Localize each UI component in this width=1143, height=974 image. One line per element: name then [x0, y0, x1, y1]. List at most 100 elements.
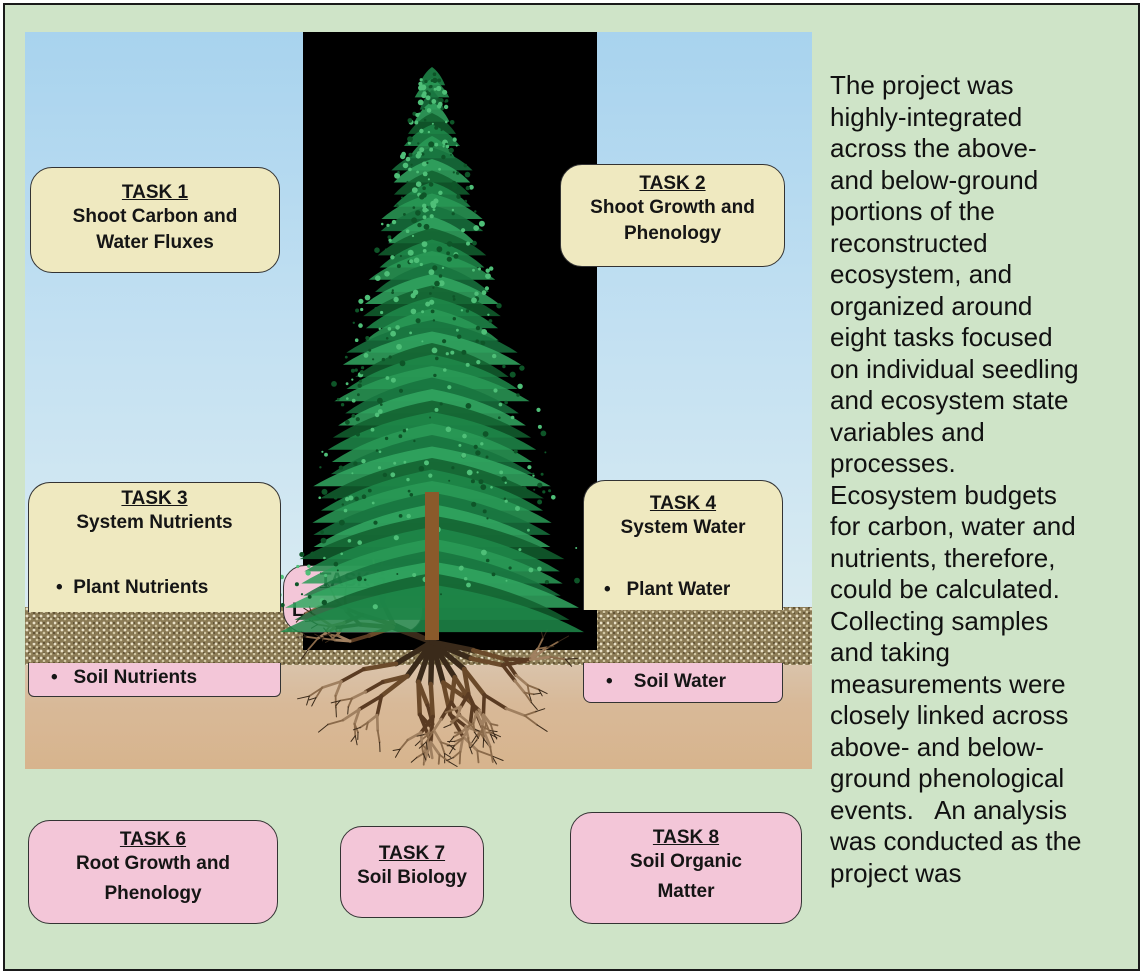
foliage-speck	[452, 137, 457, 142]
root-segment	[528, 693, 532, 702]
foliage-speck	[422, 215, 427, 220]
foliage-speck	[456, 194, 461, 199]
foliage-speck	[574, 577, 580, 584]
task2-line1: Shoot Growth and	[590, 197, 755, 218]
root-segment	[375, 713, 380, 732]
foliage-speck	[399, 360, 406, 367]
foliage-speck	[445, 352, 449, 356]
foliage-speck	[384, 436, 389, 441]
foliage-speck	[469, 184, 474, 190]
root-segment	[350, 735, 356, 742]
foliage-speck	[532, 472, 535, 475]
root-segment	[428, 681, 436, 719]
root-segment	[458, 692, 471, 709]
foliage-speck	[395, 204, 399, 208]
foliage-speck	[446, 256, 452, 262]
foliage-speck	[358, 298, 364, 304]
foliage-speck	[490, 366, 494, 370]
root-segment	[502, 657, 533, 662]
task1-title: TASK 1	[121, 182, 189, 203]
root-segment	[455, 705, 463, 720]
foliage-speck	[485, 273, 491, 279]
foliage-speck	[442, 145, 445, 148]
foliage-speck	[407, 136, 413, 142]
root-segment	[475, 710, 484, 728]
root-segment	[489, 745, 494, 763]
foliage-speck	[388, 238, 392, 242]
root-segment	[354, 735, 358, 746]
foliage-speck	[484, 286, 489, 291]
foliage-speck	[414, 120, 419, 125]
foliage-speck	[527, 528, 530, 532]
foliage-speck	[451, 466, 455, 470]
foliage-speck	[413, 439, 416, 443]
foliage-speck	[338, 465, 344, 470]
foliage-speck	[374, 247, 380, 253]
foliage-speck	[396, 264, 401, 269]
foliage-speck	[445, 426, 452, 433]
foliage-speck	[465, 362, 470, 367]
foliage-speck	[465, 403, 472, 409]
foliage-speck	[393, 296, 399, 303]
trunk	[425, 492, 439, 640]
foliage-speck	[434, 407, 439, 412]
root-segment	[491, 755, 504, 761]
foliage-speck	[347, 539, 352, 543]
root-segment	[461, 666, 487, 698]
root-segment	[444, 709, 454, 714]
root-segment	[422, 752, 427, 761]
root-segment	[448, 736, 455, 743]
foliage-speck	[474, 210, 477, 213]
foliage-speck	[425, 95, 431, 101]
root-segment	[395, 748, 401, 758]
root-segment	[393, 639, 435, 667]
root-segment	[439, 700, 454, 721]
foliage-speck	[355, 432, 360, 437]
foliage-speck	[355, 417, 360, 422]
foliage-speck	[417, 222, 422, 228]
task7-title: TASK 7	[378, 843, 446, 864]
foliage-speck	[419, 194, 425, 200]
foliage-speck	[430, 202, 437, 209]
foliage-speck	[537, 499, 543, 505]
root-segment	[350, 690, 368, 700]
foliage-speck	[340, 552, 344, 556]
foliage-speck	[407, 249, 414, 256]
root-segment	[380, 673, 410, 685]
root-segment	[315, 686, 324, 699]
root-segment	[423, 740, 433, 763]
root-segment	[546, 646, 555, 648]
task6-box-main: TASK 6 Root Growth and Phenology	[28, 820, 278, 924]
task4-title: TASK 4	[649, 493, 717, 514]
foliage-speck	[470, 479, 475, 484]
foliage-speck	[375, 449, 379, 452]
root-segment	[468, 702, 475, 727]
foliage-speck	[458, 443, 462, 447]
root-segment	[557, 635, 570, 643]
foliage-speck	[527, 465, 532, 470]
root-segment	[366, 713, 379, 724]
foliage-speck	[418, 85, 424, 91]
foliage-speck	[474, 291, 479, 296]
task6-line1: Root Growth and	[75, 853, 231, 874]
task2-box: TASK 2 Shoot Growth and Phenology	[560, 164, 785, 267]
foliage-speck	[493, 388, 498, 393]
root-segment	[347, 697, 353, 708]
roots	[295, 546, 578, 767]
task1-box: TASK 1 Shoot Carbon and Water Fluxes	[30, 167, 280, 273]
foliage-speck	[426, 108, 432, 113]
foliage-speck	[421, 340, 424, 343]
foliage-speck	[348, 495, 354, 501]
root-segment	[472, 710, 478, 725]
foliage-speck	[393, 535, 399, 541]
foliage-speck	[408, 152, 413, 157]
foliage-speck	[455, 144, 458, 147]
root-segment	[306, 695, 310, 706]
diagram-frame: TASK 5 L TASK 1 Shoot Carbon and Water F…	[3, 3, 1140, 971]
root-segment	[458, 713, 470, 725]
task3-line1: System Nutrients	[76, 512, 233, 533]
foliage-speck	[513, 449, 518, 454]
root-segment	[467, 737, 471, 748]
foliage-speck	[350, 368, 355, 373]
foliage-speck	[466, 469, 473, 476]
